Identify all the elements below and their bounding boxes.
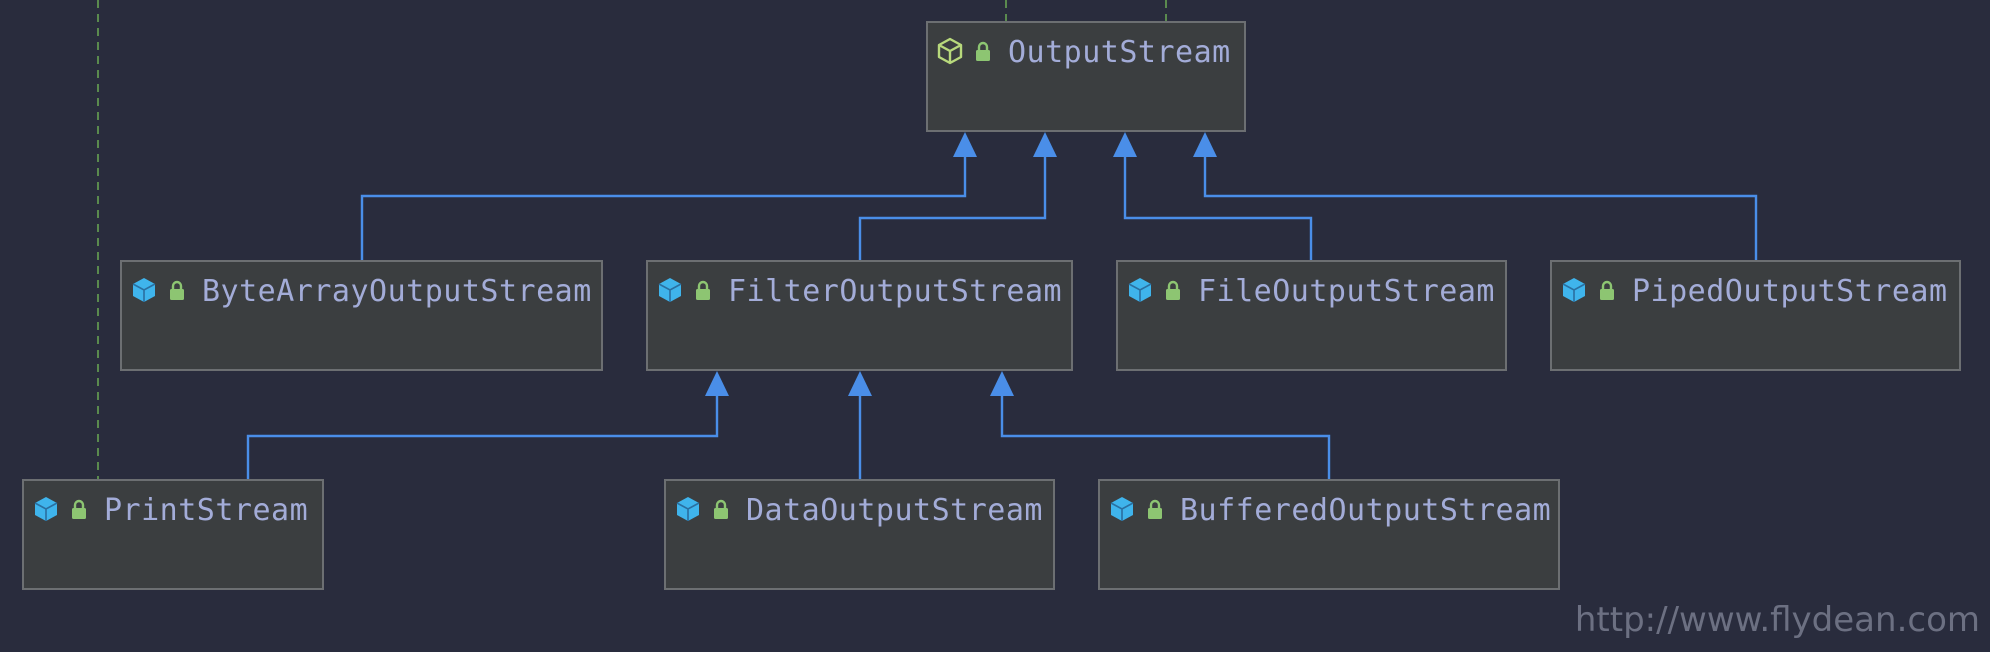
- class-node-header: PipedOutputStream: [1560, 274, 1948, 310]
- extends-arrowhead: [848, 371, 872, 396]
- inheritance-edge-filteroutputstream: [858, 132, 1057, 260]
- class-node-dataoutputstream[interactable]: DataOutputStream: [664, 479, 1055, 590]
- edge-line: [360, 154, 967, 260]
- class-name-label: BufferedOutputStream: [1180, 493, 1552, 528]
- class-icon: [656, 276, 684, 308]
- watermark-url: http://www.flydean.com: [1574, 600, 1980, 640]
- inheritance-edge-dataoutputstream: [848, 371, 872, 479]
- class-node-filteroutputstream[interactable]: FilterOutputStream: [646, 260, 1073, 371]
- class-icon: [674, 495, 702, 527]
- extends-arrowhead: [1193, 132, 1217, 157]
- lock-icon: [1588, 279, 1616, 305]
- class-node-bufferedoutputstream[interactable]: BufferedOutputStream: [1098, 479, 1560, 590]
- edge-line: [858, 154, 1047, 260]
- class-node-header: PrintStream: [32, 493, 308, 529]
- edge-line: [1203, 154, 1758, 260]
- lock-icon: [684, 279, 712, 305]
- class-name-label: FileOutputStream: [1198, 274, 1495, 309]
- edge-line: [246, 393, 719, 479]
- abstract-class-icon: [936, 37, 964, 69]
- class-icon: [32, 495, 60, 527]
- class-icon: [1560, 276, 1588, 308]
- class-node-header: BufferedOutputStream: [1108, 493, 1551, 529]
- edge-line: [1123, 154, 1313, 260]
- extends-arrowhead: [705, 371, 729, 396]
- lock-icon: [964, 40, 992, 66]
- class-node-header: OutputStream: [936, 35, 1231, 71]
- class-icon: [1108, 495, 1136, 527]
- class-name-label: PipedOutputStream: [1632, 274, 1948, 309]
- extends-arrowhead: [1033, 132, 1057, 157]
- inheritance-edge-bytearrayoutputstream: [360, 132, 977, 260]
- class-node-header: DataOutputStream: [674, 493, 1043, 529]
- edge-line: [1000, 393, 1331, 479]
- lock-icon: [158, 279, 186, 305]
- inheritance-edge-printstream: [246, 371, 729, 479]
- class-icon: [1126, 276, 1154, 308]
- class-node-outputstream[interactable]: OutputStream: [926, 21, 1246, 132]
- extends-arrowhead: [990, 371, 1014, 396]
- class-name-label: DataOutputStream: [746, 493, 1043, 528]
- class-name-label: OutputStream: [1008, 35, 1231, 70]
- class-node-header: ByteArrayOutputStream: [130, 274, 592, 310]
- class-node-printstream[interactable]: PrintStream: [22, 479, 324, 590]
- class-node-bytearrayoutputstream[interactable]: ByteArrayOutputStream: [120, 260, 603, 371]
- lock-icon: [1154, 279, 1182, 305]
- extends-arrowhead: [1113, 132, 1137, 157]
- class-node-pipedoutputstream[interactable]: PipedOutputStream: [1550, 260, 1961, 371]
- inheritance-edge-bufferedoutputstream: [990, 371, 1331, 479]
- inheritance-edge-fileoutputstream: [1113, 132, 1313, 260]
- lock-icon: [702, 498, 730, 524]
- extends-arrowhead: [953, 132, 977, 157]
- class-node-fileoutputstream[interactable]: FileOutputStream: [1116, 260, 1507, 371]
- lock-icon: [60, 498, 88, 524]
- class-name-label: FilterOutputStream: [728, 274, 1063, 309]
- class-node-header: FileOutputStream: [1126, 274, 1495, 310]
- class-icon: [130, 276, 158, 308]
- class-node-header: FilterOutputStream: [656, 274, 1062, 310]
- inheritance-edge-pipedoutputstream: [1193, 132, 1758, 260]
- class-name-label: ByteArrayOutputStream: [202, 274, 592, 309]
- lock-icon: [1136, 498, 1164, 524]
- class-name-label: PrintStream: [104, 493, 309, 528]
